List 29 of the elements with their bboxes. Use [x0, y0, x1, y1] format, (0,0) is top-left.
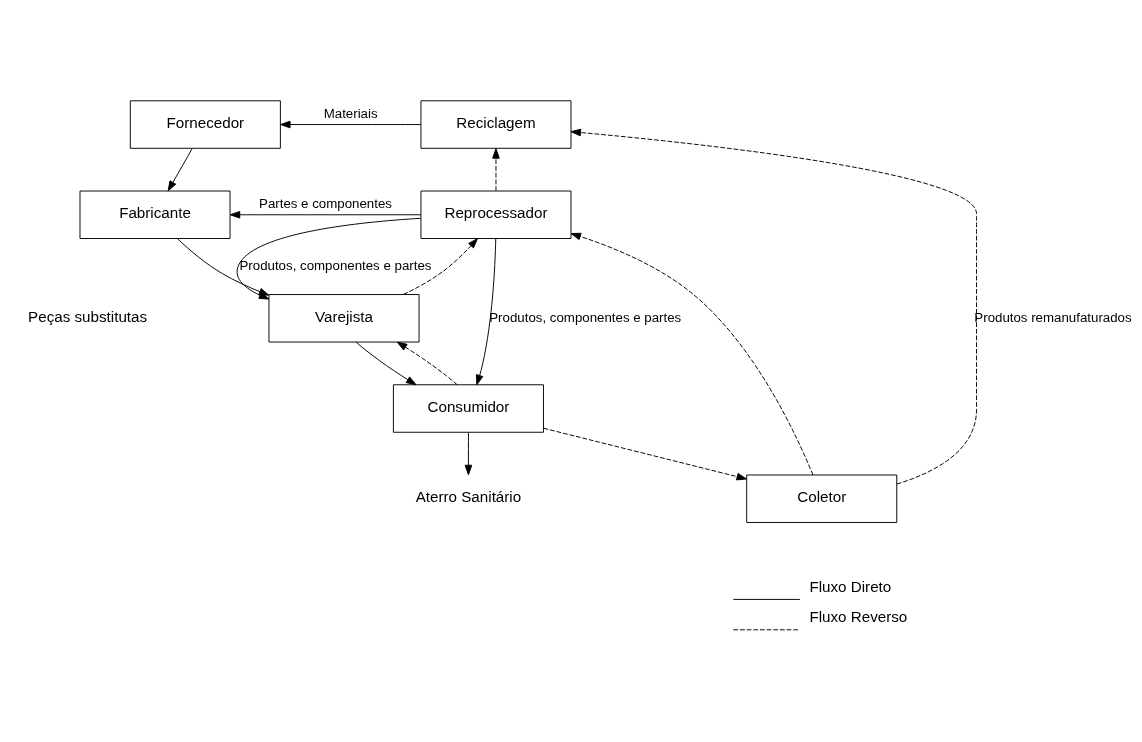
node-box: Reprocessador	[420, 190, 572, 239]
node-box: Coletor	[746, 474, 898, 523]
edge-label: Produtos, componentes e partes	[489, 309, 682, 325]
legend-label: Fluxo Direto	[809, 577, 892, 595]
edge-label: Partes e componentes	[259, 196, 392, 212]
node-box: Consumidor	[392, 384, 544, 433]
arrow	[167, 148, 193, 192]
label: Peças substitutas	[28, 307, 148, 325]
arrow	[403, 238, 478, 295]
node-box: Fabricante	[79, 190, 231, 239]
arrow	[229, 210, 422, 219]
arrow	[396, 341, 458, 386]
arrow	[236, 217, 422, 300]
node-box: Varejista	[268, 294, 420, 343]
edge-label: Produtos remanufaturados	[974, 309, 1132, 325]
arrow	[492, 148, 500, 192]
arrow	[475, 238, 497, 386]
arrow	[280, 120, 422, 129]
arrow	[570, 128, 977, 485]
node-box: Fornecedor	[129, 100, 281, 149]
arrow	[355, 341, 417, 386]
edge-label: Materiais	[323, 106, 378, 122]
node-box: Reciclagem	[420, 100, 572, 149]
arrow	[464, 432, 473, 476]
edge-label: Produtos, componentes e partes	[239, 258, 432, 274]
arrow	[543, 427, 747, 481]
node-text: Aterro Sanitário	[415, 488, 522, 506]
legend-label: Fluxo Reverso	[809, 608, 908, 626]
arrow	[570, 232, 814, 476]
